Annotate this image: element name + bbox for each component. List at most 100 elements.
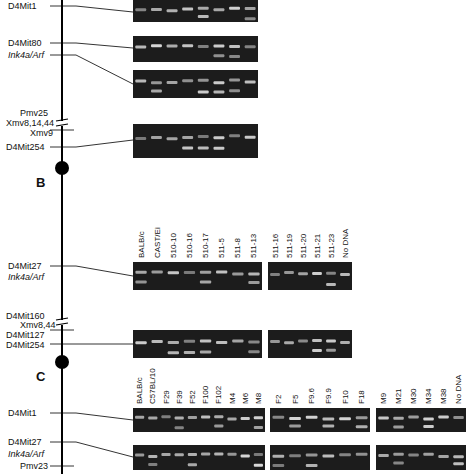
gel-band — [453, 455, 464, 458]
gel-image — [270, 408, 370, 432]
gel-band — [175, 453, 184, 456]
gel-band — [254, 416, 263, 419]
gel-band — [393, 417, 404, 420]
gel-band — [289, 424, 301, 427]
gel-band — [188, 453, 197, 456]
gel-band — [326, 283, 336, 286]
lane-label: F18 — [357, 390, 366, 404]
gel-band — [182, 147, 193, 150]
gel-band — [200, 340, 211, 343]
chromosome-break — [56, 318, 68, 320]
marker-label: Pmv25 — [20, 108, 48, 118]
gel-band — [135, 454, 144, 457]
lane-label: 511-19 — [285, 234, 294, 258]
gel-band — [200, 351, 211, 354]
gel-band — [356, 453, 368, 456]
gel-band — [214, 81, 225, 84]
gel-band — [340, 273, 350, 276]
gel-band — [393, 453, 404, 456]
gel-band — [227, 453, 236, 456]
gel-band — [184, 271, 195, 274]
gel-image — [376, 445, 466, 470]
gel-band — [167, 137, 178, 140]
gel-band — [298, 340, 308, 343]
gel-image — [133, 70, 258, 98]
gene-label: Ink4a/Arf — [8, 272, 44, 282]
gel-band — [167, 45, 178, 48]
gel-band — [232, 340, 243, 343]
gel-band — [135, 416, 144, 419]
lane-label: 511-8 — [233, 238, 242, 258]
gel-band — [378, 454, 389, 457]
gel-band — [326, 272, 336, 275]
marker-label: Xmv8,14,44 — [6, 118, 54, 128]
gel-image — [133, 124, 258, 158]
gel-band — [175, 426, 184, 429]
gel-images — [133, 0, 466, 470]
gel-band — [453, 416, 464, 419]
gel-band — [323, 424, 335, 427]
gel-band — [248, 350, 259, 353]
gel-image — [133, 408, 265, 432]
gel-band — [273, 416, 285, 419]
lane-label: F100 — [201, 386, 210, 404]
lane-label: F39 — [175, 390, 184, 404]
gel-band — [214, 90, 225, 93]
gene-label: Ink4a/Arf — [8, 50, 44, 60]
lane-label: M6 — [241, 393, 250, 404]
lane-label: 511-5 — [217, 238, 226, 258]
gel-band — [168, 271, 179, 274]
lane-label: CAST/Ei — [153, 227, 162, 258]
gel-image — [376, 408, 466, 432]
gel-band — [198, 79, 209, 82]
gel-band — [135, 280, 146, 283]
gel-band — [167, 81, 178, 84]
gel-band — [148, 463, 157, 466]
gel-band — [229, 45, 240, 48]
chromosome-break — [56, 323, 68, 325]
gel-band — [245, 45, 256, 48]
lane-label: C57BL/10 — [148, 368, 157, 404]
gel-band — [148, 416, 157, 419]
gel-band — [245, 7, 256, 10]
lane-label: F29 — [162, 390, 171, 404]
gel-band — [248, 273, 259, 276]
leader-lines — [50, 6, 133, 466]
gel-band — [214, 54, 225, 57]
gel-band — [378, 416, 389, 419]
gel-band — [254, 453, 263, 456]
gel-band — [201, 453, 210, 456]
gel-band — [184, 351, 195, 354]
gel-band — [423, 418, 434, 421]
gel-band — [214, 453, 223, 456]
gel-band — [214, 8, 225, 11]
lane-label: M34 — [424, 388, 433, 404]
gel-band — [182, 8, 193, 11]
lane-label: M21 — [394, 388, 403, 404]
gel-band — [408, 454, 419, 457]
gel-band — [135, 271, 146, 274]
gel-band — [408, 416, 419, 419]
gel-band — [306, 454, 318, 457]
gel-image — [268, 262, 352, 290]
gel-band — [245, 136, 256, 139]
gel-band — [229, 7, 240, 10]
gel-band — [298, 272, 308, 275]
gel-band — [323, 418, 335, 421]
gel-band — [151, 44, 162, 47]
gel-image — [133, 0, 258, 22]
gel-image — [268, 330, 352, 358]
marker-label: D4Mit80 — [8, 38, 42, 48]
gel-band — [135, 80, 146, 83]
gel-image — [133, 262, 262, 290]
panel-letter: B — [36, 176, 45, 190]
gel-band — [254, 464, 263, 467]
lane-label: 511-23 — [327, 234, 336, 258]
lane-label: M30 — [409, 388, 418, 404]
lane-label: 511-20 — [299, 234, 308, 258]
gel-band — [339, 417, 351, 420]
gel-band — [184, 340, 195, 343]
gel-band — [229, 89, 240, 92]
lane-label: F52 — [188, 390, 197, 404]
gel-band — [245, 17, 256, 20]
